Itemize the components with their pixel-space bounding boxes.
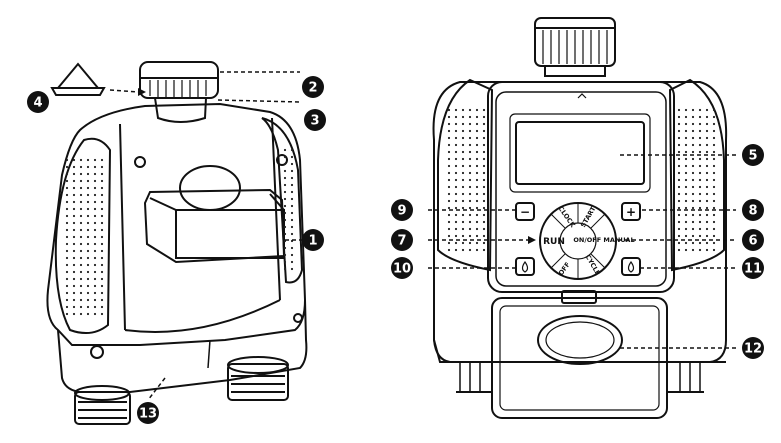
washer-detail — [50, 62, 106, 96]
left-grip — [54, 137, 112, 335]
callout-number: 6 — [748, 234, 757, 249]
dial-label-run: RUN — [543, 237, 565, 247]
callout-3: 3 — [304, 109, 326, 131]
inlet-stem — [154, 97, 207, 123]
water-drop-icon — [627, 260, 635, 273]
callout-4: 4 — [27, 91, 49, 113]
callout-number: 7 — [397, 234, 406, 249]
callout-6: 6 — [742, 229, 764, 251]
callout-number: 10 — [393, 262, 411, 277]
lcd-screen — [515, 121, 645, 185]
plus-button[interactable] — [621, 202, 641, 221]
callout-number: 9 — [397, 204, 406, 219]
dial-label-on-off: ON/OFF MANUAL — [573, 236, 634, 244]
battery-slot — [175, 209, 285, 259]
lower-housing — [433, 339, 726, 363]
mount-hole — [134, 156, 146, 168]
battery-door-latch — [561, 290, 597, 304]
callout-11: 11 — [742, 257, 764, 279]
callout-number: 4 — [33, 96, 42, 111]
battery-door-window — [537, 315, 623, 365]
plus-glyph: + — [626, 205, 636, 219]
dial-label-clock: CLOCK — [556, 205, 577, 230]
mount-hole — [276, 154, 288, 166]
dial-label-start: START — [579, 205, 598, 229]
callout-8: 8 — [742, 199, 764, 221]
grip-texture-right — [447, 108, 716, 252]
callout-number: 8 — [748, 204, 757, 219]
callout-number: 13 — [139, 407, 157, 422]
callout-number: 12 — [744, 342, 762, 357]
right-left-grip — [437, 78, 494, 272]
right-right-grip — [668, 78, 725, 272]
front-inlet-ridges — [542, 30, 608, 64]
callout-1: 1 — [302, 229, 324, 251]
dial-label-off: OFF — [557, 261, 572, 277]
callout-10: 10 — [391, 257, 413, 279]
leader-arrows — [138, 88, 536, 244]
callout-number: 1 — [308, 234, 317, 249]
callout-5: 5 — [742, 144, 764, 166]
side-threads — [459, 362, 701, 392]
right-grip — [261, 117, 304, 284]
callout-2: 2 — [302, 76, 324, 98]
mount-hole — [90, 345, 104, 359]
callout-7: 7 — [391, 229, 413, 251]
leader-lines — [109, 71, 738, 401]
minus-glyph: − — [520, 205, 530, 219]
left-outlet-b — [227, 356, 289, 401]
inlet-nut — [139, 61, 219, 99]
inlet-ridges — [149, 80, 207, 97]
callout-number: 5 — [748, 149, 757, 164]
manual-water-button-left[interactable] — [515, 257, 535, 276]
timer-right-view — [432, 17, 728, 419]
callout-number: 2 — [308, 81, 317, 96]
callout-12: 12 — [742, 337, 764, 359]
grip-texture-left — [65, 148, 294, 316]
callout-number: 3 — [310, 114, 319, 129]
manual-water-button-right[interactable] — [621, 257, 641, 276]
left-outlet-a — [74, 385, 131, 425]
left-front-panel — [119, 117, 281, 333]
callout-9: 9 — [391, 199, 413, 221]
dial-label-cycle: CYCLE — [584, 253, 602, 277]
callout-13: 13 — [137, 402, 159, 424]
battery-recess — [179, 165, 241, 211]
left-body-base — [57, 299, 308, 393]
battery-cover — [143, 188, 286, 264]
water-drop-icon — [521, 260, 529, 273]
battery-door — [491, 297, 668, 419]
mount-hole — [293, 313, 303, 323]
timer-left-view — [46, 61, 308, 425]
minus-button[interactable] — [515, 202, 535, 221]
callout-number: 11 — [744, 262, 762, 277]
